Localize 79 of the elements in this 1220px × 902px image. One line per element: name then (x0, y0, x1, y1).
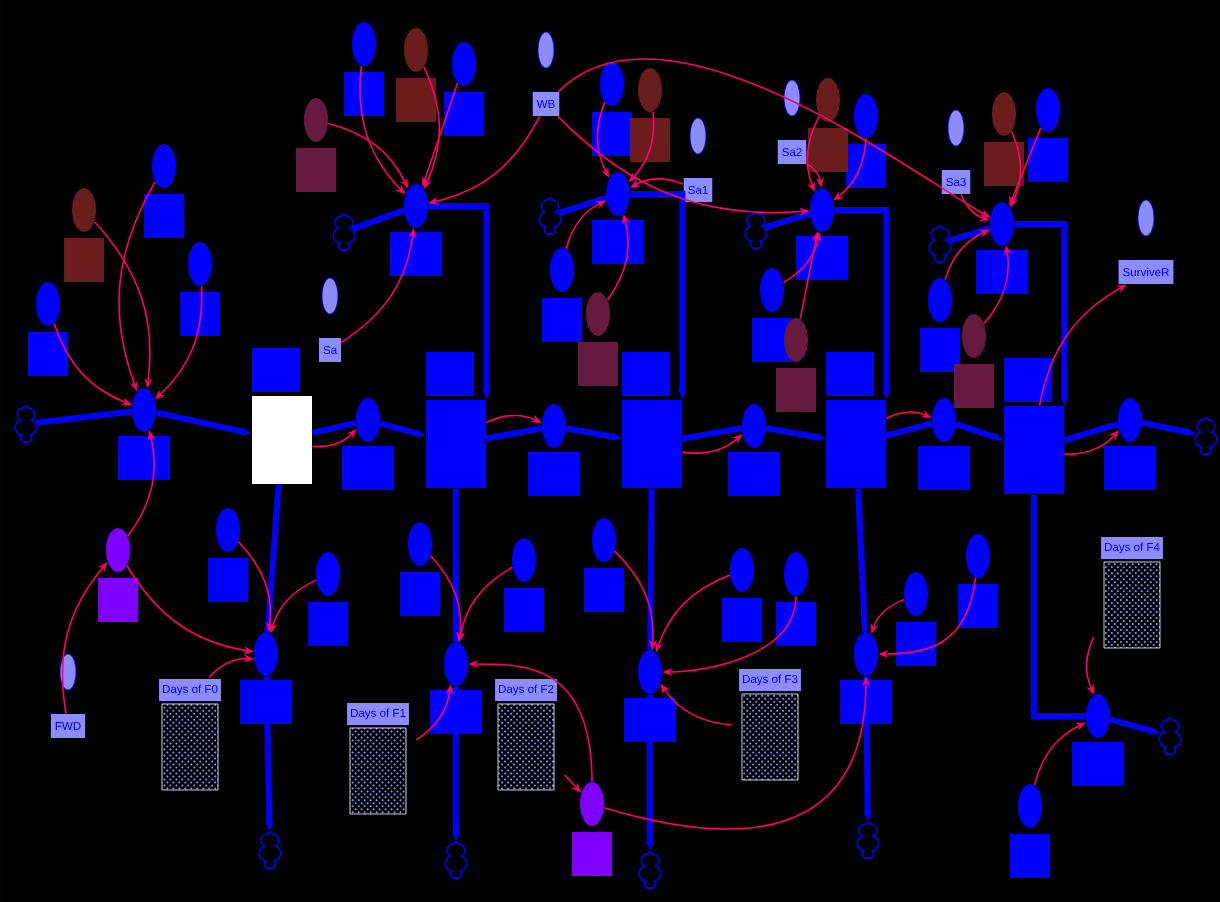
cloud-symbol (1158, 717, 1182, 755)
valve-symbol (638, 650, 662, 694)
stock-box (426, 400, 486, 488)
valve-symbol (932, 398, 956, 442)
link-arrow (1063, 430, 1119, 455)
auxiliary-variable (928, 278, 952, 322)
auxiliary-variable (586, 292, 610, 336)
flow-pipe (311, 419, 357, 436)
auxiliary-variable (600, 62, 624, 106)
flow-pipe (485, 425, 543, 442)
auxiliary-variable (904, 572, 928, 616)
auxiliary-variable (816, 78, 840, 122)
flow-pipe (855, 488, 868, 632)
valve-symbol (990, 202, 1014, 246)
auxiliary-variable (72, 188, 96, 232)
auxiliary-variable (992, 92, 1016, 136)
auxiliary-variable (404, 28, 428, 72)
valve-symbol (254, 632, 278, 676)
flow-pipe (885, 420, 933, 439)
valve-symbol (810, 188, 834, 232)
cloud-symbol (1194, 417, 1218, 455)
cloud-symbol (444, 841, 468, 879)
flow-pipe (35, 408, 132, 426)
auxiliary-variable (36, 282, 60, 326)
stock-box (826, 400, 886, 488)
auxiliary-variable (106, 528, 130, 572)
cloud-symbol (856, 821, 880, 859)
auxiliary-variable (304, 98, 328, 142)
auxiliary-variable (152, 144, 176, 188)
valve-symbol (132, 388, 156, 432)
flow-pipe (453, 488, 459, 642)
cloud-symbol (258, 831, 282, 869)
flow-pipe (557, 195, 607, 216)
auxiliary-variable (216, 508, 240, 552)
auxiliary-variable (730, 548, 754, 592)
valve-symbol (404, 184, 428, 228)
flow-pipe (764, 210, 811, 231)
cloud-symbol (14, 405, 38, 443)
flow-pipe (681, 425, 743, 442)
auxiliary-variable (352, 22, 376, 66)
auxiliary-variable (592, 518, 616, 562)
auxiliary-variable (784, 552, 808, 596)
valve-symbol (1086, 694, 1110, 738)
auxiliary-variable (760, 268, 784, 312)
flow-pipe (1063, 420, 1119, 444)
cloud-symbol (928, 225, 952, 263)
cloud-symbol (332, 213, 356, 251)
auxiliary-variable (512, 538, 536, 582)
valve-symbol (356, 398, 380, 442)
auxiliary-variable (580, 782, 604, 826)
flow-pipe (264, 484, 282, 632)
auxiliary-variable (452, 42, 476, 86)
flow-pipe (351, 207, 405, 232)
auxiliary-variable (316, 552, 340, 596)
valve-symbol (742, 404, 766, 448)
auxiliary-variable (854, 94, 878, 138)
auxiliary-variable (550, 248, 574, 292)
valve-symbol (606, 172, 630, 216)
stock-box (1004, 406, 1064, 494)
auxiliary-variable (784, 318, 808, 362)
cloud-symbol (744, 211, 768, 249)
auxiliary-variable (638, 68, 662, 112)
auxiliary-variable (408, 522, 432, 566)
stock-box (252, 396, 312, 484)
flow-pipe (1031, 494, 1086, 719)
auxiliary-variable (966, 534, 990, 578)
cloud-symbol (638, 851, 662, 889)
valve-symbol (1118, 398, 1142, 442)
valve-symbol (854, 632, 878, 676)
auxiliary-variable (1018, 784, 1042, 828)
valve-symbol (542, 404, 566, 448)
flow-pipe (947, 225, 991, 244)
auxiliary-variable (1036, 88, 1060, 132)
stock-box (622, 400, 682, 488)
valve-symbol (444, 642, 468, 686)
cloud-symbol (538, 197, 562, 235)
auxiliary-variable (188, 242, 212, 286)
auxiliary-variable (962, 314, 986, 358)
flow-pipe (647, 488, 655, 650)
